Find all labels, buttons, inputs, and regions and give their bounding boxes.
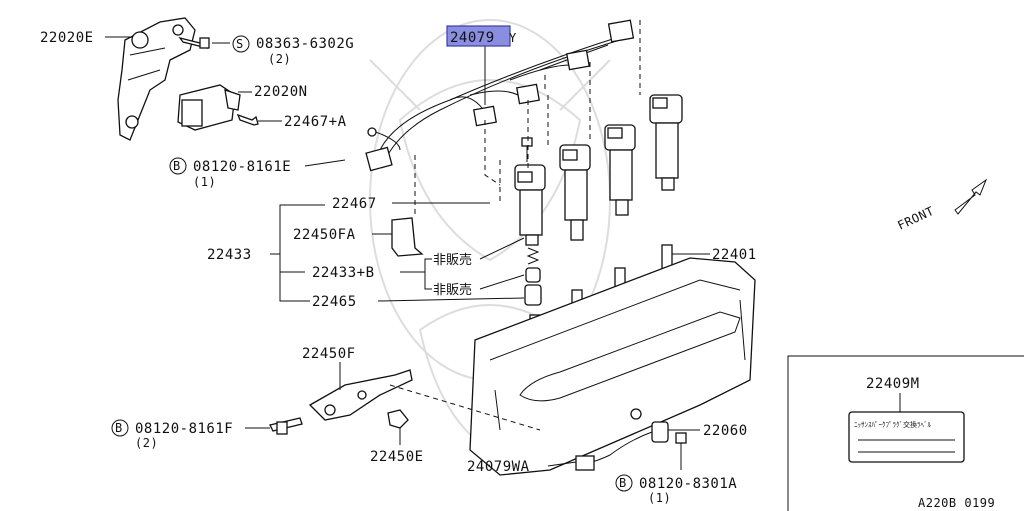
part-label-22433[interactable]: 22433 <box>207 247 252 263</box>
bracket-22450FA <box>391 217 424 257</box>
ignition-coil-4 <box>649 94 683 191</box>
part-label-24079WA[interactable]: 24079WA <box>467 459 530 475</box>
qty-08120F: (2) <box>135 436 158 450</box>
screws-08363 <box>178 36 210 49</box>
front-label: FRONT <box>895 204 936 233</box>
part-label-22467A[interactable]: 22467+A <box>284 114 347 130</box>
not-for-sale-note-1: 非販売 <box>433 252 472 268</box>
boot-22465 <box>524 284 542 306</box>
ignition-coil-2 <box>559 144 591 241</box>
part-label-22020N[interactable]: 22020N <box>254 84 308 100</box>
spark-plug-label-card <box>848 411 965 463</box>
part-label-24079[interactable]: 24079 <box>450 30 495 46</box>
part-label-22465[interactable]: 22465 <box>312 294 357 310</box>
throttle-bracket-22020E <box>117 17 196 141</box>
diagram-code: A220B 0199 <box>918 496 995 510</box>
bolt-symbol-b-2: B <box>115 421 123 435</box>
part-label-22467[interactable]: 22467 <box>332 196 377 212</box>
spring-22433B <box>525 247 541 283</box>
callout-labels: 22020E S 08363-6302G (2) 22020N 22467+A … <box>40 25 757 505</box>
qty-08363: (2) <box>268 52 291 66</box>
assembly-dashed-lines <box>389 20 641 431</box>
knock-sensor-22060 <box>630 408 669 443</box>
part-label-22409M[interactable]: 22409M <box>866 376 920 392</box>
bolt-symbol-b-1: B <box>173 159 181 173</box>
screw-symbol-s: S <box>236 37 244 51</box>
not-for-sale-note-2: 非販売 <box>433 282 472 298</box>
engine-head-cover <box>469 257 756 476</box>
label-inset-box: 22409M ﾆｯｻﾝｽﾊﾟｰｸﾌﾟﾗｸﾞ交換ﾗﾍﾞﾙ <box>787 355 1024 511</box>
bracket-22450F <box>308 369 413 421</box>
front-direction-indicator: FRONT <box>895 178 988 233</box>
part-label-22020E[interactable]: 22020E <box>40 30 94 46</box>
qty-08120E: (1) <box>193 175 216 189</box>
part-label-22060[interactable]: 22060 <box>703 423 748 439</box>
part-label-08120-8161F[interactable]: 08120-8161F <box>135 421 233 437</box>
part-suffix-24079: Y <box>509 31 517 45</box>
leader-lines <box>105 36 710 470</box>
bolt-22467 <box>521 137 533 162</box>
part-label-08120-8301A[interactable]: 08120-8301A <box>639 476 737 492</box>
harness-24079WA <box>575 431 653 471</box>
front-arrow-icon <box>954 178 988 215</box>
part-label-22401[interactable]: 22401 <box>712 247 757 263</box>
part-label-08363-6302G[interactable]: 08363-6302G <box>256 36 354 52</box>
bolt-08120-8161F <box>269 417 303 435</box>
label-card-text: ﾆｯｻﾝｽﾊﾟｰｸﾌﾟﾗｸﾞ交換ﾗﾍﾞﾙ <box>854 420 931 429</box>
sensor-22020N <box>177 84 241 131</box>
bolt-08120-8301A <box>675 432 687 456</box>
qty-08120-8301A: (1) <box>648 491 671 505</box>
highlight-24079 <box>446 25 511 47</box>
bolt-symbol-b-3: B <box>619 476 627 490</box>
ignition-coil-3 <box>604 124 636 216</box>
ignition-coil-1 <box>514 164 546 246</box>
part-label-08120-8161E[interactable]: 08120-8161E <box>193 159 291 175</box>
part-label-22433B[interactable]: 22433+B <box>312 265 375 281</box>
part-label-22450F[interactable]: 22450F <box>302 346 356 362</box>
clip-22450E <box>387 409 409 429</box>
screw-22467A <box>236 113 259 126</box>
wiring-harness-24079 <box>365 19 635 172</box>
part-label-22450E[interactable]: 22450E <box>370 449 424 465</box>
part-label-22450FA[interactable]: 22450FA <box>293 227 356 243</box>
